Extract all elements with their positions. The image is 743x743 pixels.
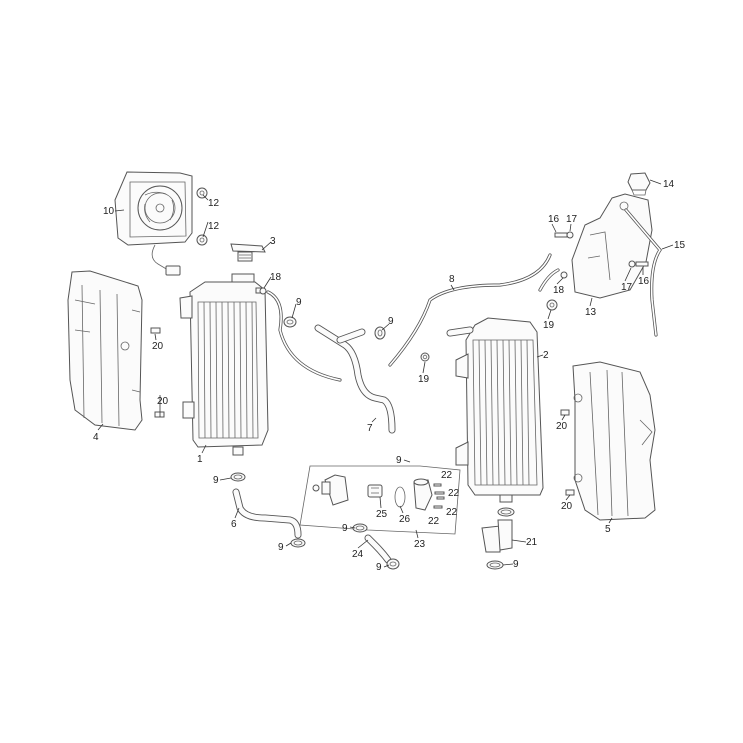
rubber-grommet-upper[interactable] [196,187,208,199]
washer-left[interactable] [566,231,574,239]
callout-label: 9 [376,562,382,573]
y-hose[interactable] [314,324,396,434]
lower-hose-left[interactable] [232,488,302,539]
callout-label: 26 [399,514,411,525]
expansion-tank[interactable] [571,193,653,299]
callout-label: 19 [543,320,555,331]
callout-label: 16 [638,276,650,287]
shroud-screw-right-upper[interactable] [560,409,570,416]
callout-label: 23 [414,539,426,550]
callout-label: 12 [208,198,220,209]
o-ring[interactable] [394,486,406,508]
callout-label: 22 [446,507,458,518]
callout-label: 9 [396,455,402,466]
callout-label: 22 [441,470,453,481]
callout-label: 18 [553,285,565,296]
shroud-screw-left-lower[interactable] [154,411,165,418]
shroud-screw-left-upper[interactable] [150,327,161,334]
callout-label: 9 [213,475,219,486]
vent-tube[interactable] [624,208,663,337]
small-clamp-left[interactable] [259,287,267,295]
callout-label: 13 [585,307,597,318]
callout-label: 1 [197,454,203,465]
overflow-tube[interactable] [388,253,552,367]
callout-label: 22 [448,488,460,499]
callout-label: 25 [376,509,388,520]
lower-hose-right[interactable] [481,519,513,553]
callout-label: 24 [352,549,364,560]
callout-label: 9 [388,316,394,327]
callout-label: 20 [157,396,169,407]
callout-label: 12 [208,221,220,232]
rubber-grommet-lower[interactable] [196,234,208,246]
callout-label: 7 [367,423,373,434]
callout-label: 19 [418,374,430,385]
radiator-left[interactable] [179,273,269,456]
bolt-left[interactable] [554,232,568,238]
callout-label: 9 [513,559,519,570]
hose-clamp-bypass-top[interactable] [352,523,368,533]
thermostat[interactable] [367,484,383,498]
radiator-shroud-right[interactable] [572,361,656,521]
callout-label: 8 [449,274,455,285]
thermostat-screws[interactable] [433,483,445,509]
callout-label: 9 [296,297,302,308]
small-clamp-right[interactable] [560,271,568,279]
washer-right[interactable] [628,260,636,268]
expansion-tank-cap[interactable] [627,172,651,196]
thermostat-assembly[interactable] [299,465,461,535]
callout-label: 15 [674,240,686,251]
radiator-cap[interactable] [230,243,266,262]
hose-clamp-right-upper[interactable] [497,507,515,517]
callout-label: 22 [428,516,440,527]
hose-clamp-right-lower[interactable] [486,560,504,570]
thermostat-outlet[interactable] [413,478,433,511]
callout-label: 3 [270,236,276,247]
bypass-hose[interactable] [364,534,392,564]
hose-clamp-upper-left[interactable] [283,316,297,328]
callout-label: 20 [561,501,573,512]
callout-label: 10 [103,206,115,217]
radiator-right[interactable] [446,317,544,503]
callout-label: 16 [548,214,560,225]
callout-label: 5 [605,524,611,535]
leader-lines [97,179,674,568]
tube-clip-right[interactable] [546,299,558,311]
callout-label: 6 [231,519,237,530]
cooling-fan[interactable] [114,171,193,276]
callout-label: 18 [270,272,282,283]
callout-label: 9 [278,542,284,553]
radiator-shroud-left[interactable] [67,270,143,431]
callout-label: 9 [342,523,348,534]
hose-clamp-lower-left-bottom[interactable] [290,538,306,548]
callout-label: 17 [621,282,633,293]
tube-clip-center[interactable] [420,352,430,362]
callout-label: 20 [152,341,164,352]
callout-label: 21 [526,537,538,548]
hose-clamp-bypass-bottom[interactable] [386,558,400,570]
callout-label: 17 [566,214,578,225]
bolt-right[interactable] [635,261,649,267]
callout-label: 4 [93,432,99,443]
callout-label: 14 [663,179,675,190]
callout-label: 20 [556,421,568,432]
shroud-screw-right-lower[interactable] [565,489,575,496]
hose-clamp-lower-left-top[interactable] [230,472,246,482]
callout-label: 2 [543,350,549,361]
